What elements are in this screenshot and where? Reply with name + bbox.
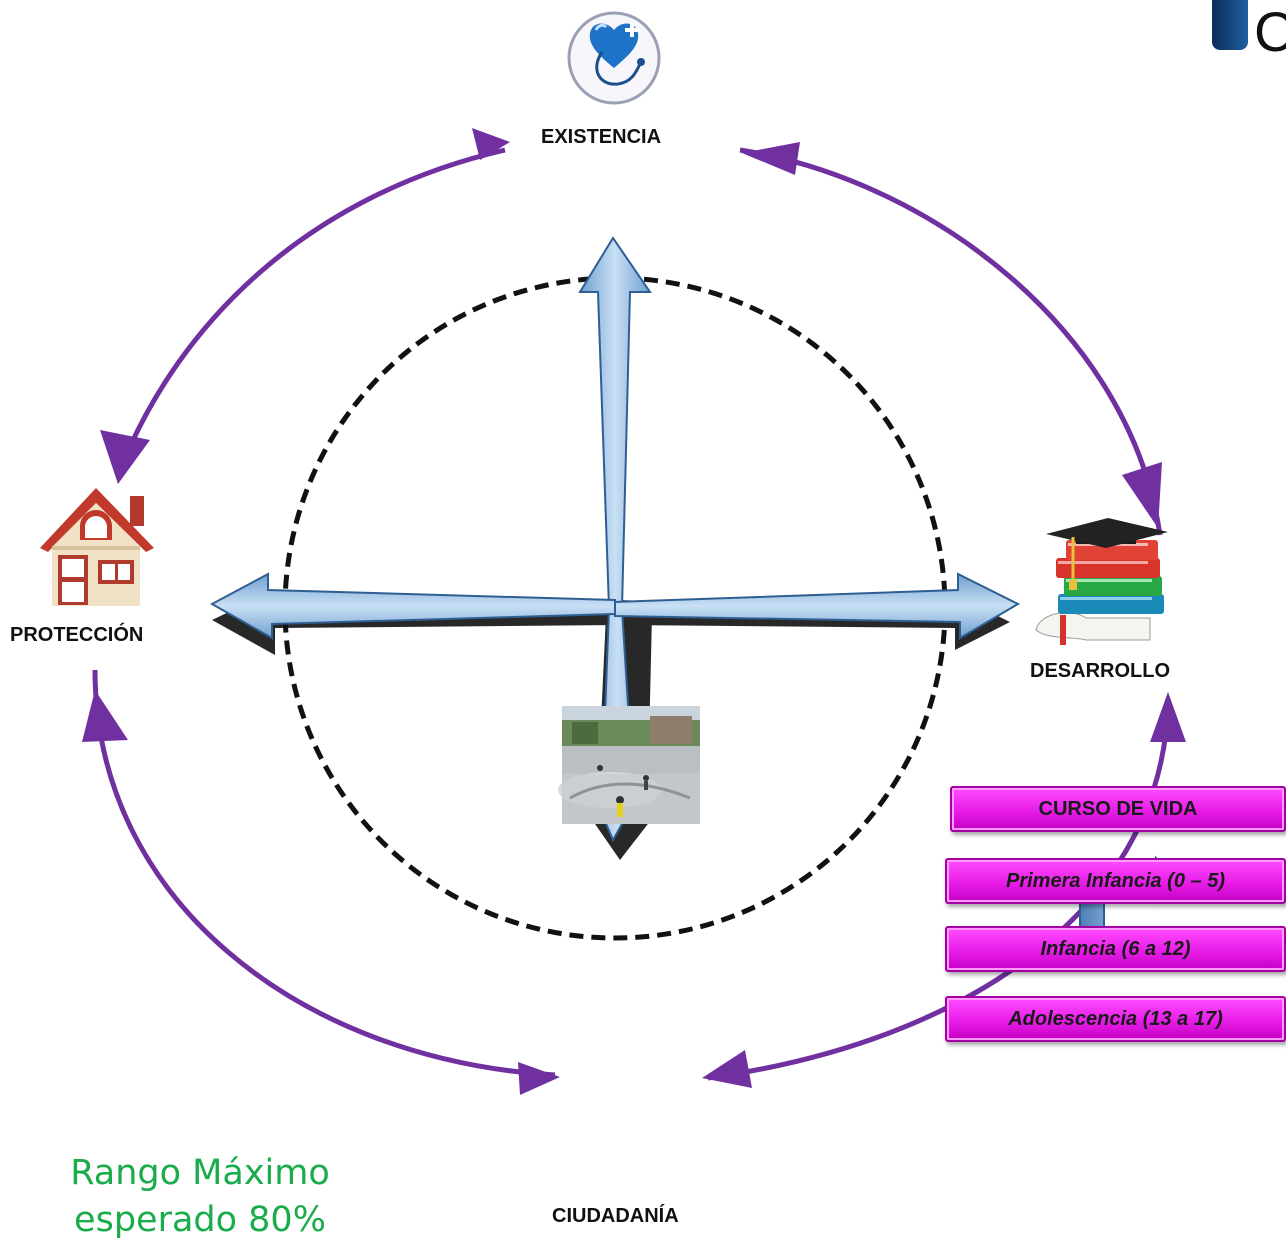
arrowhead-to-proteccion xyxy=(100,430,150,484)
house-icon xyxy=(40,488,154,606)
arrowhead-from-ciudadania xyxy=(702,1050,752,1088)
corner-glyph: C xyxy=(1254,4,1286,60)
arc-proteccion-ciudadania xyxy=(92,669,556,1078)
node-label-existencia: EXISTENCIA xyxy=(541,126,662,148)
arrowhead-from-proteccion xyxy=(82,690,128,742)
legend-title: CURSO DE VIDA xyxy=(950,786,1286,832)
node-label-desarrollo: DESARROLLO xyxy=(1030,660,1170,682)
range-text-line1: Rango Máximo xyxy=(70,1153,330,1193)
arrowhead-to-desarrollo xyxy=(1122,462,1162,528)
arc-existencia-proteccion xyxy=(117,147,506,471)
legend-item-infancia: Infancia (6 a 12) xyxy=(945,926,1286,972)
node-label-proteccion: PROTECCIÓN xyxy=(10,624,144,646)
arc-desarrollo-existencia xyxy=(739,147,1163,536)
legend-item-adolescencia: Adolescencia (13 a 17) xyxy=(945,996,1286,1042)
health-heart-stethoscope-icon xyxy=(567,11,661,105)
corner-tab xyxy=(1212,0,1248,50)
arrowhead-to-ciudadania xyxy=(518,1062,560,1095)
cycle-arrowheads xyxy=(82,128,1186,1095)
skatepark-photo xyxy=(558,706,700,824)
arrowhead-to-desarrollo-bottom xyxy=(1150,692,1186,742)
arrow-left xyxy=(209,572,616,640)
arrow-right xyxy=(614,572,1021,640)
range-text: Rango Máximo esperado 80% xyxy=(40,1150,360,1244)
legend-item-primera-infancia: Primera Infancia (0 – 5) xyxy=(945,858,1286,904)
books-graduation-cap-icon xyxy=(1035,518,1168,645)
range-text-line2: esperado 80% xyxy=(74,1200,326,1240)
arrow-up xyxy=(578,236,652,609)
arrowhead-to-existencia xyxy=(472,128,510,160)
node-label-ciudadania: CIUDADANÍA xyxy=(552,1205,679,1227)
arrowhead-to-existencia-right xyxy=(742,142,800,175)
